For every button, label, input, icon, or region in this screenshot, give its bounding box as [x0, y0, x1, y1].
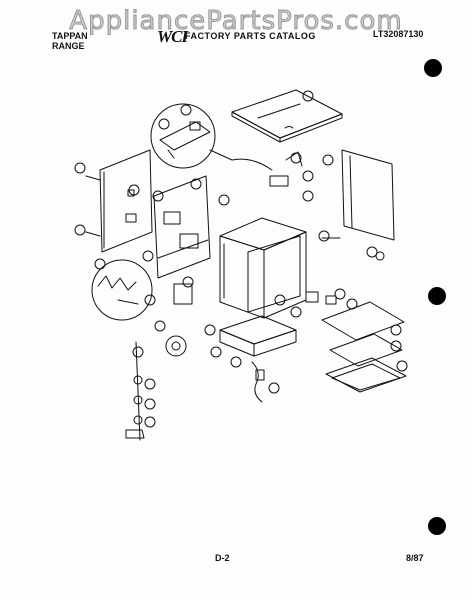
oven-body	[219, 217, 307, 319]
brand-block: TAPPAN RANGE	[52, 31, 88, 51]
cooktop-panel	[231, 89, 343, 143]
page-code: D-2	[215, 553, 230, 563]
page-date: 8/87	[406, 553, 424, 563]
burner-valve	[165, 335, 187, 357]
punch-hole-bottom	[428, 517, 446, 535]
callout-markers	[74, 90, 408, 428]
product-type: RANGE	[52, 41, 85, 51]
punch-hole-middle	[428, 287, 446, 305]
punch-hole-top	[424, 59, 442, 77]
detail-circle-igniter	[91, 259, 153, 321]
backsplash-panel	[85, 149, 153, 253]
side-panel	[341, 149, 395, 241]
broiler-drawer	[219, 315, 297, 357]
valve-column	[125, 341, 145, 441]
igniter-wire	[251, 361, 265, 403]
oven-front-frame	[153, 175, 211, 279]
catalog-title: FACTORY PARTS CATALOG	[185, 31, 316, 41]
wci-logo: WCI	[157, 27, 188, 46]
model-number: LT32087130	[373, 29, 424, 39]
brand-name: TAPPAN	[52, 31, 88, 41]
detail-circle-burner	[150, 103, 273, 171]
oven-racks	[321, 301, 407, 393]
